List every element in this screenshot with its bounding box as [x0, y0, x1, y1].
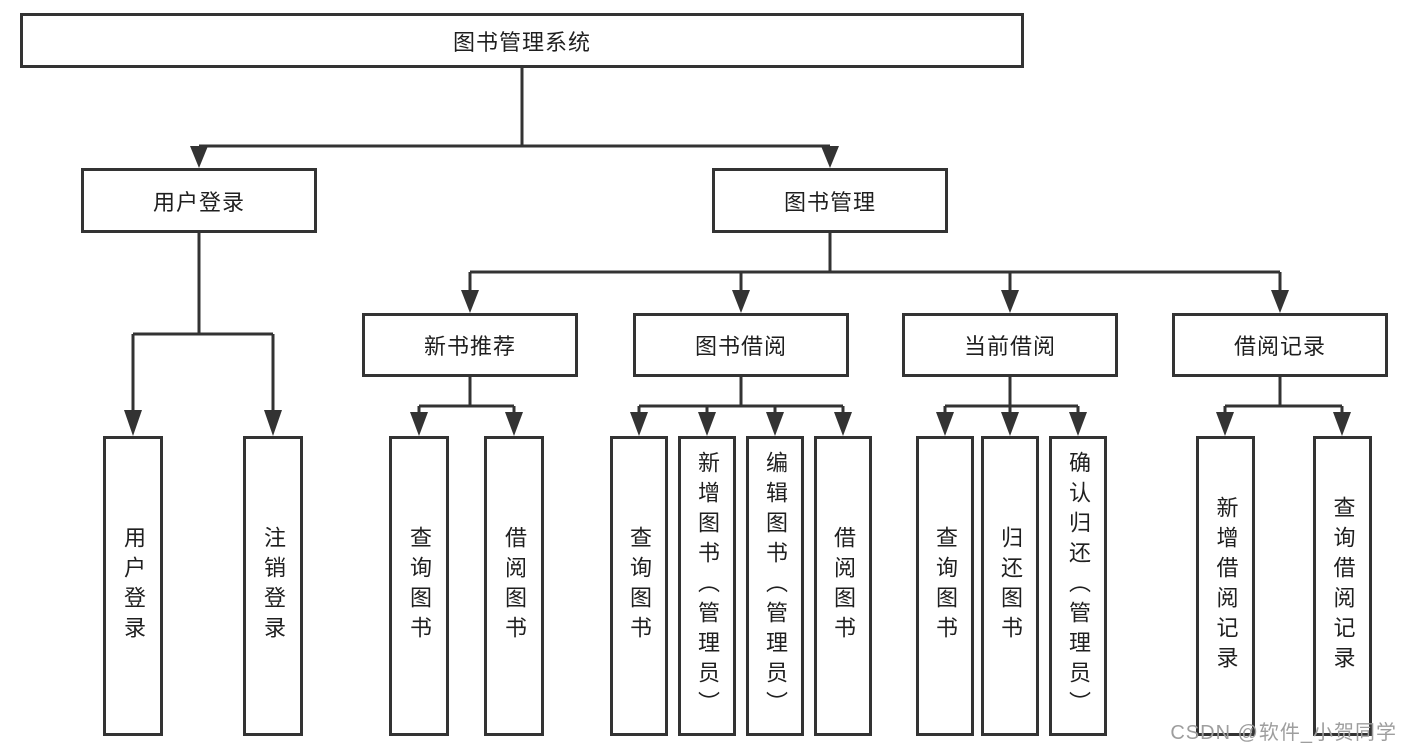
leaf-borrow-books-recommend: 借阅图书 — [484, 436, 544, 736]
arrow-icon — [264, 410, 282, 436]
leaf-borrow-books-borrowing: 借阅图书 — [814, 436, 872, 736]
connector-records-to-leaves — [1223, 377, 1344, 414]
leaf-logout: 注销登录 — [243, 436, 303, 736]
leaf-query-books-recommend-label: 查询图书 — [407, 526, 432, 646]
connector-recommend-to-leaves — [417, 377, 516, 414]
node-current-borrowing-label: 当前借阅 — [963, 334, 1056, 359]
leaf-query-books-borrowing-label: 查询图书 — [627, 526, 652, 646]
arrow-icon — [190, 146, 208, 168]
node-book-borrowing-label: 图书借阅 — [694, 334, 787, 359]
node-book-management-label: 图书管理 — [783, 189, 876, 215]
arrow-icon — [1069, 412, 1087, 436]
leaf-borrow-books-recommend-label: 借阅图书 — [502, 526, 527, 646]
arrow-icon — [630, 412, 648, 436]
arrow-icon — [410, 412, 428, 436]
node-root-label: 图书管理系统 — [452, 29, 591, 55]
arrow-icon — [505, 412, 523, 436]
leaf-borrow-books-borrowing-label: 借阅图书 — [831, 526, 856, 646]
leaf-logout-label: 注销登录 — [261, 526, 286, 646]
leaf-query-books-borrowing: 查询图书 — [610, 436, 668, 736]
node-borrowing-records: 借阅记录 — [1172, 313, 1388, 377]
node-borrowing-records-label: 借阅记录 — [1233, 334, 1326, 359]
leaf-edit-books-admin-label: 编辑图书（管理员） — [763, 451, 788, 721]
leaf-edit-books-admin: 编辑图书（管理员） — [746, 436, 804, 736]
node-new-book-recommendation-label: 新书推荐 — [423, 334, 516, 359]
connector-current-to-leaves — [943, 377, 1080, 414]
connector-book-mgmt-to-level3 — [468, 233, 1282, 292]
arrow-icon — [766, 412, 784, 436]
arrow-icon — [1271, 290, 1289, 313]
leaf-add-books-admin-label: 新增图书（管理员） — [695, 451, 720, 721]
leaf-user-login-label: 用户登录 — [121, 526, 146, 646]
arrow-icon — [1001, 290, 1019, 313]
node-user-login-label: 用户登录 — [152, 189, 245, 215]
arrow-icon — [821, 146, 839, 168]
leaf-return-books-label: 归还图书 — [998, 526, 1023, 646]
leaf-query-borrow-record-label: 查询借阅记录 — [1330, 496, 1356, 676]
node-current-borrowing: 当前借阅 — [902, 313, 1118, 377]
node-root-system: 图书管理系统 — [20, 13, 1024, 68]
connector-root-to-level2 — [199, 68, 830, 148]
leaf-add-borrow-record-label: 新增借阅记录 — [1213, 496, 1239, 676]
node-book-borrowing: 图书借阅 — [633, 313, 849, 377]
arrow-icon — [698, 412, 716, 436]
arrow-icon — [732, 290, 750, 313]
arrow-icon — [461, 290, 479, 313]
arrowheads — [124, 146, 1351, 436]
leaf-confirm-return-admin-label: 确认归还（管理员） — [1066, 451, 1091, 721]
leaf-return-books: 归还图书 — [981, 436, 1039, 736]
leaf-query-borrow-record: 查询借阅记录 — [1313, 436, 1372, 736]
leaf-query-books-current-label: 查询图书 — [933, 526, 958, 646]
node-book-management: 图书管理 — [712, 168, 948, 233]
arrow-icon — [1216, 412, 1234, 436]
leaf-user-login: 用户登录 — [103, 436, 163, 736]
node-user-login: 用户登录 — [81, 168, 317, 233]
connector-borrowing-to-leaves — [637, 377, 845, 414]
arrow-icon — [124, 410, 142, 436]
watermark-text: CSDN @软件_小贺同学 — [1170, 722, 1397, 744]
leaf-confirm-return-admin: 确认归还（管理员） — [1049, 436, 1107, 736]
arrow-icon — [1333, 412, 1351, 436]
leaf-query-books-recommend: 查询图书 — [389, 436, 449, 736]
leaf-add-borrow-record: 新增借阅记录 — [1196, 436, 1255, 736]
leaf-add-books-admin: 新增图书（管理员） — [678, 436, 736, 736]
arrow-icon — [1001, 412, 1019, 436]
node-new-book-recommendation: 新书推荐 — [362, 313, 578, 377]
connector-user-login-to-leaves — [131, 233, 275, 412]
arrow-icon — [936, 412, 954, 436]
leaf-query-books-current: 查询图书 — [916, 436, 974, 736]
arrow-icon — [834, 412, 852, 436]
